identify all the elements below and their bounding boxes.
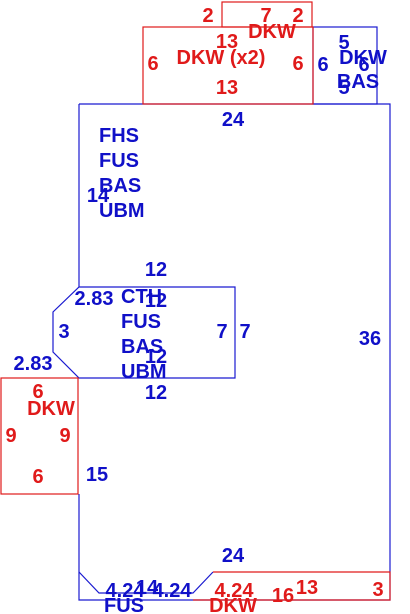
top-small-deck-dim-top: 7 (260, 5, 271, 27)
left-deck-side-dim: 15 (86, 464, 108, 486)
main-code-2: FUS (99, 150, 139, 172)
top-deck-dim-right: 6 (292, 53, 303, 75)
left-deck-dim-right: 9 (59, 425, 70, 447)
left-deck-dim-bottom: 6 (32, 466, 43, 488)
main-code-1: FHS (99, 125, 139, 147)
left-deck-diag-dim: 2.83 (14, 353, 53, 375)
bottom-blue-dim-2: 4.24 (153, 580, 193, 602)
mid-code-1: CTH (121, 286, 162, 308)
mid-dim-left: 3 (58, 321, 69, 343)
bottom-blue-dim-3: 14 (136, 577, 159, 599)
mid-section-outline (52, 286, 236, 379)
mid-dim-bottom-inner: 12 (145, 346, 167, 368)
bottom-red-dim-2: 16 (272, 585, 294, 607)
bottom-blue-outline (78, 571, 214, 594)
main-dim-left: 14 (87, 185, 110, 207)
main-dim-bottom: 24 (222, 545, 245, 567)
bottom-red-dim-4: 3 (372, 579, 383, 601)
top-small-deck-dim-right: 2 (292, 5, 303, 27)
mid-dim-bottom: 12 (145, 382, 167, 404)
main-dim-top: 24 (222, 109, 245, 131)
top-right-dim-right: 6 (358, 54, 369, 76)
top-deck-dim-bottom: 13 (216, 77, 238, 99)
left-deck-dim-top: 6 (32, 381, 43, 403)
top-right-dim-top: 5 (338, 32, 349, 54)
top-small-deck-label: DKW (248, 21, 296, 43)
bottom-red-dim-1: 4.24 (215, 580, 255, 602)
main-code-3: BAS (99, 175, 141, 197)
mid-dim-top-inner: 12 (145, 290, 167, 312)
mid-code-2: FUS (121, 311, 161, 333)
top-deck-dim-left: 6 (147, 53, 158, 75)
mid-dim-left-diag: 2.83 (75, 288, 114, 310)
bottom-blue-code: FUS (104, 595, 144, 614)
mid-dim-right-outer: 7 (239, 321, 250, 343)
bottom-blue-dim-1: 4.24 (106, 580, 146, 602)
top-right-dim-bottom: 5 (338, 77, 349, 99)
main-dim-right: 36 (359, 328, 381, 350)
mid-code-3: BAS (121, 336, 163, 358)
bottom-red-label: DKW (209, 595, 257, 614)
top-small-deck-dim-left: 2 (202, 5, 213, 27)
left-deck-dim-left: 9 (5, 425, 16, 447)
left-deck-outline (0, 377, 79, 495)
mid-dim-top: 12 (145, 259, 167, 281)
top-deck-dim-top-inner: 13 (216, 31, 238, 53)
top-right-code-2: BAS (337, 71, 379, 93)
mid-dim-right: 7 (216, 321, 227, 343)
bottom-deck-outline (193, 571, 391, 601)
bottom-red-dim-3: 13 (296, 577, 318, 599)
top-deck-label: DKW (x2) (177, 47, 266, 69)
main-code-4: UBM (99, 200, 145, 222)
top-right-dim-left: 6 (317, 54, 328, 76)
top-right-code-1: DKW (339, 47, 387, 69)
left-deck-label: DKW (27, 398, 75, 420)
mid-code-4: UBM (121, 361, 167, 383)
top-deck-outline (142, 1, 314, 105)
